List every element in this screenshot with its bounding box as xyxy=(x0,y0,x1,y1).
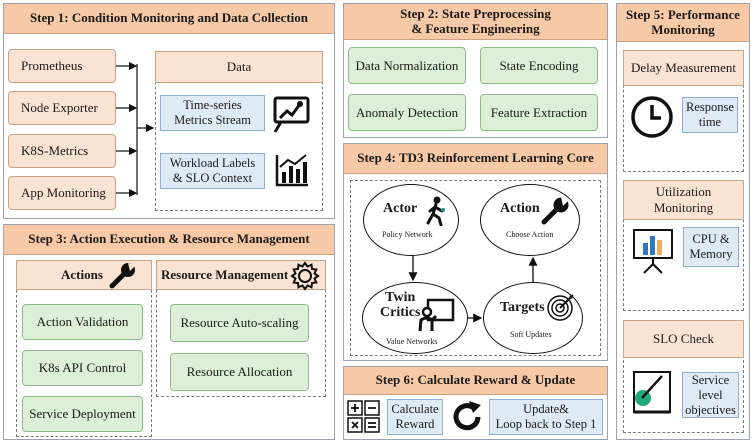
person-walking-icon xyxy=(426,196,445,226)
critics-sub: Value Networks xyxy=(386,337,438,346)
service-deployment: Service Deployment xyxy=(22,396,143,432)
anomaly-detection: Anomaly Detection xyxy=(348,94,466,131)
step2-title: Step 2: State Preprocessing & Feature En… xyxy=(344,4,607,40)
step1-connectors xyxy=(116,61,155,198)
calculator-icon xyxy=(347,400,380,433)
data-normalization: Data Normalization xyxy=(348,47,466,84)
critics-title-text: Twin Critics xyxy=(380,290,421,321)
k8s-api-control: K8s API Control xyxy=(22,350,143,386)
wrench-icon xyxy=(109,263,136,289)
calculate-reward-label: Calculate Reward xyxy=(391,402,439,431)
response-time-label: Response time xyxy=(686,100,734,129)
delay-measurement-label: Delay Measurement xyxy=(623,50,744,86)
workload-labels-label: Workload Labels & SLO Context xyxy=(169,156,256,185)
gear-icon xyxy=(290,261,320,291)
cpu-memory-box: CPU & Memory xyxy=(683,227,739,267)
td3-core-group xyxy=(350,180,601,356)
targets-sub: Soft Updates xyxy=(510,330,552,339)
source-prometheus: Prometheus xyxy=(8,49,116,83)
utilization-label-box: Utilization Monitoring xyxy=(623,180,744,220)
action-node xyxy=(480,184,580,256)
resource-mgmt-label: Resource Management xyxy=(161,267,289,283)
target-icon xyxy=(547,294,574,321)
cpu-memory-label: CPU & Memory xyxy=(689,232,733,261)
step4-title: Step 4: TD3 Reinforcement Learning Core xyxy=(344,144,607,174)
state-encoding: State Encoding xyxy=(480,47,598,84)
critics-title: Twin Critics xyxy=(380,290,420,321)
calculate-reward-box: Calculate Reward xyxy=(387,399,443,435)
trend-chart-icon xyxy=(273,96,310,133)
bar-chart-icon xyxy=(275,154,308,187)
action-wrench-icon xyxy=(541,197,570,225)
step2-title-text: Step 2: State Preprocessing & Feature En… xyxy=(400,5,551,36)
refresh-icon xyxy=(453,401,481,431)
twin-critics-node xyxy=(362,282,468,354)
step3-title: Step 3: Action Execution & Resource Mana… xyxy=(4,225,334,255)
clock-icon xyxy=(631,96,673,138)
action-sub: Choose Action xyxy=(506,230,554,239)
step1-title: Step 1: Condition Monitoring and Data Co… xyxy=(4,4,334,34)
metrics-stream-label: Time-series Metrics Stream xyxy=(174,98,251,127)
actor-title: Actor xyxy=(383,201,418,216)
td3-flow-arrows xyxy=(408,256,538,323)
action-validation: Action Validation xyxy=(22,304,143,340)
feature-extraction: Feature Extraction xyxy=(480,94,598,131)
response-time-box: Response time xyxy=(682,97,738,133)
source-app-monitoring: App Monitoring xyxy=(8,176,116,210)
workload-labels-box: Workload Labels & SLO Context xyxy=(160,153,265,189)
presentation-chart-icon xyxy=(633,229,673,274)
resource-allocation: Resource Allocation xyxy=(170,353,309,391)
service-level-box: Service level objectives xyxy=(682,372,739,418)
utilization-label: Utilization Monitoring xyxy=(653,184,714,215)
step5-title-text: Step 5: Performance Monitoring xyxy=(625,6,741,37)
update-loop-box: Update& Loop back to Step 1 xyxy=(489,399,603,435)
step6-title: Step 6: Calculate Reward & Update xyxy=(344,367,607,395)
actions-label: Actions xyxy=(61,267,103,283)
source-k8s-metrics: K8S-Metrics xyxy=(8,134,116,168)
actor-node xyxy=(363,184,459,256)
update-loop-label: Update& Loop back to Step 1 xyxy=(495,402,597,431)
targets-title: Targets xyxy=(500,300,545,315)
presenter-icon xyxy=(418,298,455,332)
source-node-exporter: Node Exporter xyxy=(8,91,116,125)
action-title: Action xyxy=(500,201,540,216)
step5-title: Step 5: Performance Monitoring xyxy=(617,4,749,42)
service-level-label: Service level objectives xyxy=(685,372,736,417)
slo-check-label: SLO Check xyxy=(623,320,744,358)
actor-sub: Policy Network xyxy=(382,230,433,239)
data-label: Data xyxy=(155,51,323,83)
metrics-stream-box: Time-series Metrics Stream xyxy=(160,95,265,131)
checklist-icon xyxy=(633,371,671,414)
resource-auto-scaling: Resource Auto-scaling xyxy=(170,304,309,342)
